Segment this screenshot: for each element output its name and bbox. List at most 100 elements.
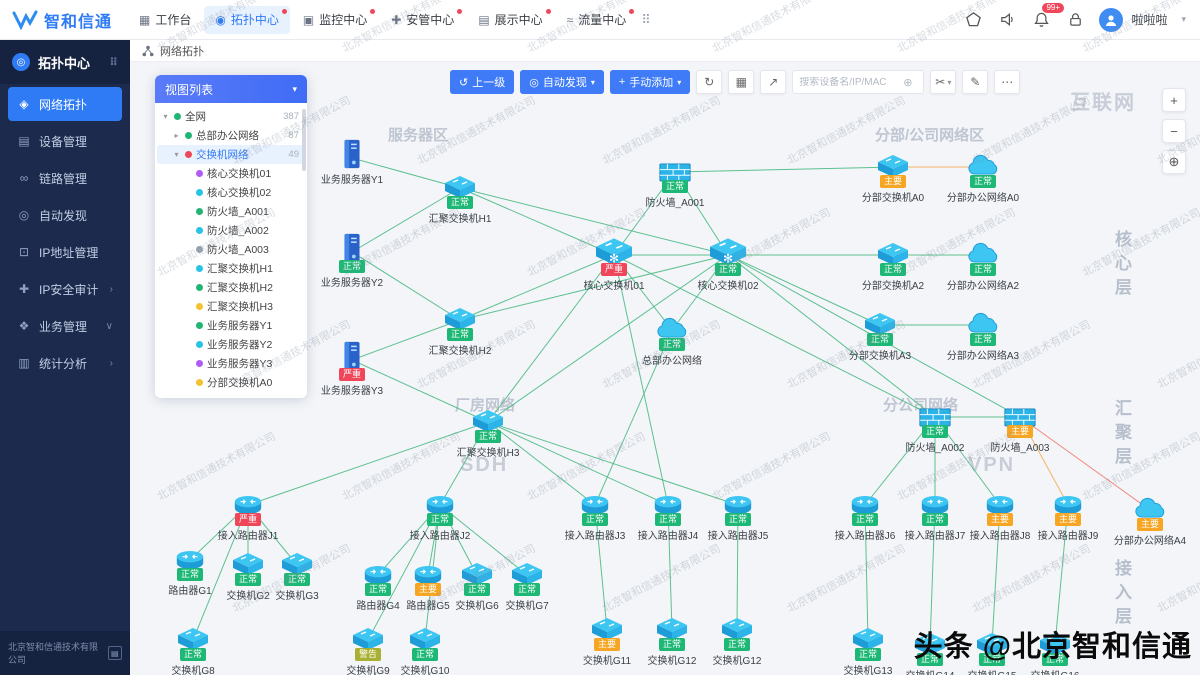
device-接入路由器J3[interactable]: 正常接入路由器J3 <box>550 489 640 542</box>
device-接入路由器J4[interactable]: 正常接入路由器J4 <box>623 489 713 542</box>
zoomfit-button[interactable]: ⊕ <box>1162 150 1186 174</box>
sidebar-item-自动发现[interactable]: ◎自动发现 <box>8 198 122 232</box>
device-业务服务器Y2[interactable]: 正常业务服务器Y2 <box>307 233 397 289</box>
device-交换机G14[interactable]: 正常交换机G14 <box>885 629 975 675</box>
device-路由器G1[interactable]: 正常路由器G1 <box>145 544 235 597</box>
nav-item-流量中心[interactable]: ≈流量中心 <box>556 6 638 34</box>
tree-node-防火墙_A002[interactable]: 防火墙_A002 <box>157 221 305 240</box>
device-交换机G11[interactable]: 主要交换机G11 <box>562 614 652 667</box>
collapse-icon[interactable]: ▤ <box>107 646 122 660</box>
手动添加-button[interactable]: +手动添加▾ <box>609 70 691 94</box>
device-汇聚交换机H1[interactable]: 正常汇聚交换机H1 <box>415 172 505 225</box>
device-分部办公网络A2[interactable]: 正常分部办公网络A2 <box>938 239 1028 292</box>
device-交换机G13[interactable]: 正常交换机G13 <box>823 624 913 675</box>
device-交换机G2[interactable]: 正常交换机G2 <box>203 549 293 602</box>
bell-icon[interactable]: 99+ <box>1031 2 1065 30</box>
device-接入路由器J6[interactable]: 正常接入路由器J6 <box>820 489 910 542</box>
device-防火墙_A002[interactable]: 正常防火墙_A002 <box>890 401 980 454</box>
device-分部办公网络A0[interactable]: 正常分部办公网络A0 <box>938 151 1028 204</box>
nav-item-监控中心[interactable]: ▣监控中心 <box>292 6 378 34</box>
device-分部交换机A3[interactable]: 正常分部交换机A3 <box>835 309 925 362</box>
sidebar-item-设备管理[interactable]: ▤设备管理 <box>8 124 122 158</box>
tree-node-核心交换机02[interactable]: 核心交换机02 <box>157 183 305 202</box>
device-核心交换机01[interactable]: ✻严重核心交换机01 <box>569 238 659 292</box>
nav-item-工作台[interactable]: ▦工作台 <box>128 6 202 34</box>
device-汇聚交换机H3[interactable]: 正常汇聚交换机H3 <box>443 406 533 459</box>
device-路由器G4[interactable]: 正常路由器G4 <box>333 559 423 612</box>
device-分部办公网络A3[interactable]: 正常分部办公网络A3 <box>938 309 1028 362</box>
edit-button[interactable]: ✎ <box>962 70 989 94</box>
device-汇聚交换机H2[interactable]: 正常汇聚交换机H2 <box>415 304 505 357</box>
avatar[interactable] <box>1099 7 1124 32</box>
device-防火墙_A003[interactable]: 主要防火墙_A003 <box>975 401 1065 454</box>
apps-grid-icon[interactable]: ⠿ <box>641 11 651 27</box>
cut-button[interactable]: ✂▾ <box>930 70 957 94</box>
nav-item-展示中心[interactable]: ▤展示中心 <box>467 6 553 34</box>
sidebar-item-IP安全审计[interactable]: ✚IP安全审计› <box>8 272 122 306</box>
tree-node-业务服务器Y1[interactable]: 业务服务器Y1 <box>157 316 305 335</box>
device-接入路由器J7[interactable]: 正常接入路由器J7 <box>890 489 980 542</box>
上一级-button[interactable]: ↺上一级 <box>450 70 515 94</box>
device-分部交换机A0[interactable]: 主要分部交换机A0 <box>848 151 938 204</box>
device-交换机G8[interactable]: 正常交换机G8 <box>148 624 238 675</box>
sidebar-item-IP地址管理[interactable]: ⊡IP地址管理 <box>8 235 122 269</box>
device-业务服务器Y3[interactable]: 严重业务服务器Y3 <box>307 341 397 397</box>
自动发现-button[interactable]: ◎自动发现▾ <box>520 70 604 94</box>
device-交换机G12[interactable]: 正常交换机G12 <box>627 614 717 667</box>
tree-node-分部交换机A0[interactable]: 分部交换机A0 <box>157 373 305 392</box>
tree-node-业务服务器Y2[interactable]: 业务服务器Y2 <box>157 335 305 354</box>
tree-scrollbar[interactable] <box>302 109 306 171</box>
user-name[interactable]: 啦啦啦 <box>1131 13 1168 27</box>
plus-button[interactable]: + <box>1162 88 1186 112</box>
device-交换机G16[interactable]: 正常交换机G16 <box>1010 629 1100 675</box>
device-总部办公网络[interactable]: 正常总部办公网络 <box>627 314 717 367</box>
device-分部交换机A2[interactable]: 正常分部交换机A2 <box>848 239 938 292</box>
device-交换机G15[interactable]: 正常交换机G15 <box>947 629 1037 675</box>
device-分部办公网络A4[interactable]: 主要分部办公网络A4 <box>1105 494 1195 547</box>
sidebar-item-统计分析[interactable]: ▥统计分析› <box>8 346 122 380</box>
device-交换机G12[interactable]: 正常交换机G12 <box>692 614 782 667</box>
speaker-icon[interactable] <box>997 10 1017 30</box>
export-button[interactable]: ↗ <box>760 70 787 94</box>
calendar-button[interactable]: ▦ <box>728 70 755 94</box>
device-业务服务器Y1[interactable]: 业务服务器Y1 <box>307 139 397 186</box>
device-接入路由器J9[interactable]: 主要接入路由器J9 <box>1023 489 1113 542</box>
refresh-button[interactable]: ↻ <box>696 70 723 94</box>
device-交换机G9[interactable]: 警告交换机G9 <box>323 624 413 675</box>
tree-node-业务服务器Y3[interactable]: 业务服务器Y3 <box>157 354 305 373</box>
tree-node-防火墙_A003[interactable]: 防火墙_A003 <box>157 240 305 259</box>
sidebar-grid-icon[interactable]: ⠿ <box>109 56 118 69</box>
tree-node-核心交换机01[interactable]: 核心交换机01 <box>157 164 305 183</box>
search-icon[interactable]: ⊕ <box>903 76 913 89</box>
device-核心交换机02[interactable]: ✻正常核心交换机02 <box>683 238 773 292</box>
device-路由器G5[interactable]: 主要路由器G5 <box>383 559 473 612</box>
tree-node-汇聚交换机H3[interactable]: 汇聚交换机H3 <box>157 297 305 316</box>
device-接入路由器J8[interactable]: 主要接入路由器J8 <box>955 489 1045 542</box>
device-防火墙_A001[interactable]: 正常防火墙_A001 <box>630 156 720 209</box>
tree-node-汇聚交换机H2[interactable]: 汇聚交换机H2 <box>157 278 305 297</box>
lock-icon[interactable] <box>1065 10 1085 30</box>
more-button[interactable]: ⋯ <box>994 70 1021 94</box>
device-接入路由器J1[interactable]: 严重接入路由器J1 <box>203 489 293 542</box>
search-input[interactable] <box>799 76 900 88</box>
sidebar-item-链路管理[interactable]: ∞链路管理 <box>8 161 122 195</box>
device-交换机G7[interactable]: 正常交换机G7 <box>482 559 572 612</box>
share-icon[interactable] <box>963 10 983 30</box>
tree-node-汇聚交换机H1[interactable]: 汇聚交换机H1 <box>157 259 305 278</box>
sidebar-item-业务管理[interactable]: ❖业务管理∨ <box>8 309 122 343</box>
view-list-header[interactable]: 视图列表 ▾ <box>155 75 307 103</box>
device-接入路由器J5[interactable]: 正常接入路由器J5 <box>693 489 783 542</box>
device-交换机G3[interactable]: 正常交换机G3 <box>252 549 342 602</box>
device-交换机G6[interactable]: 正常交换机G6 <box>432 559 522 612</box>
sidebar-item-网络拓扑[interactable]: ◈网络拓扑 <box>8 87 122 121</box>
minus-button[interactable]: − <box>1162 119 1186 143</box>
nav-item-安管中心[interactable]: ✚安管中心 <box>380 6 465 34</box>
nav-item-拓扑中心[interactable]: ◉拓扑中心 <box>204 5 290 34</box>
chevron-down-icon[interactable]: ▾ <box>1181 14 1186 24</box>
tree-node-防火墙_A001[interactable]: 防火墙_A001 <box>157 202 305 221</box>
device-交换机G10[interactable]: 正常交换机G10 <box>380 624 470 675</box>
